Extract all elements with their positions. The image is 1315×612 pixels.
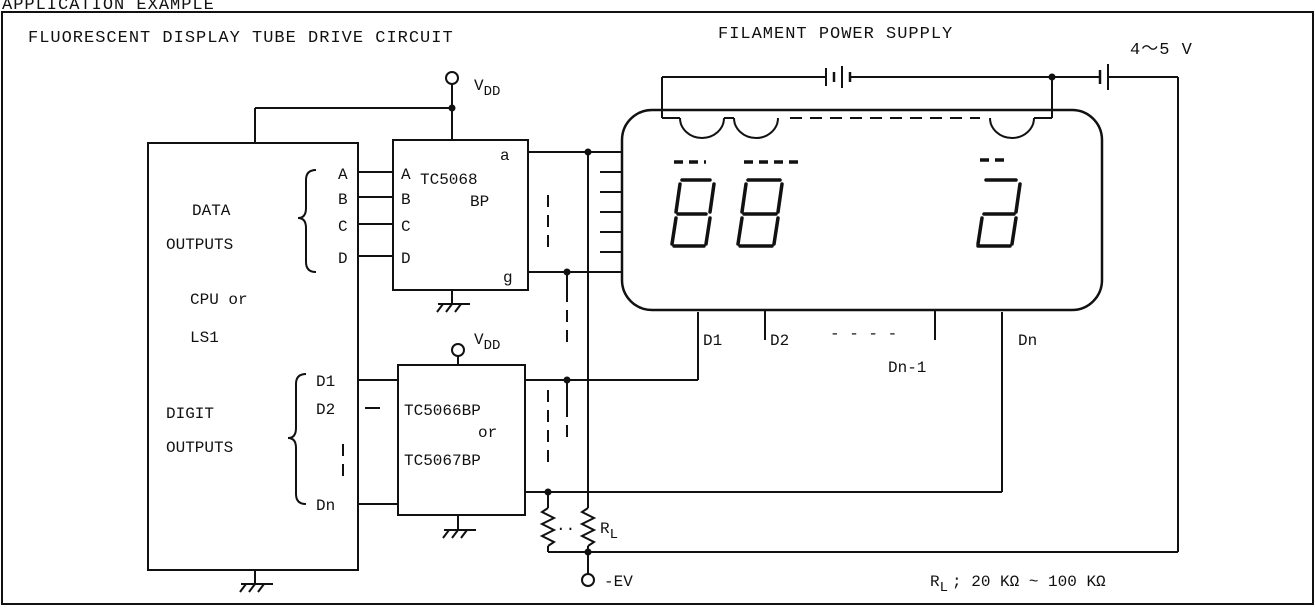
vdd-top-label: VDD: [474, 77, 500, 100]
cpu-pin-d1: D1: [316, 373, 335, 391]
cpu-pin-dn: Dn: [316, 497, 335, 515]
segment-stubs: [600, 171, 622, 253]
section-title: APPLICATION EXAMPLE: [2, 0, 215, 15]
tube-label-d1: D1: [703, 332, 722, 350]
circuit-title: FLUORESCENT DISPLAY TUBE DRIVE CIRCUIT: [28, 29, 454, 48]
rl-dots: ··: [556, 520, 575, 538]
cpu-pin-d: D: [338, 250, 348, 268]
filament: [662, 117, 1052, 139]
display-tube: [620, 108, 1104, 312]
decoder-output-g: g: [503, 269, 513, 287]
digit-n: [976, 158, 1022, 248]
filament-title: FILAMENT POWER SUPPLY: [718, 25, 953, 44]
cpu-label-2: LS1: [190, 329, 219, 347]
tube-label-d2: D2: [770, 332, 789, 350]
cpu-pin-b: B: [338, 191, 348, 209]
junction-a: [584, 148, 592, 156]
tube-label-dn: Dn: [1018, 332, 1037, 350]
rl-left-zigzag: [539, 507, 557, 547]
cpu-block: [147, 142, 359, 571]
cpu-label-1: CPU or: [190, 291, 248, 309]
ev-label: -EV: [604, 573, 633, 591]
vdd-top-terminal: [445, 71, 459, 85]
data-outputs-label-2: OUTPUTS: [166, 236, 233, 254]
decoder-name-2: BP: [470, 193, 489, 211]
tube-label-dashes: - - - -: [830, 325, 897, 343]
decoder-block: [392, 139, 529, 291]
decoder-pin-c: C: [401, 218, 411, 236]
driver-name-1: TC5066BP: [404, 402, 481, 420]
driver-block: [397, 364, 526, 516]
junction-g: [563, 268, 571, 276]
vdd-driver-terminal: [451, 343, 465, 357]
cpu-pin-c: C: [338, 218, 348, 236]
decoder-pin-b: B: [401, 191, 411, 209]
rl-label: RL: [600, 520, 618, 543]
bias-battery-icon: [1098, 64, 1109, 90]
ev-terminal: [581, 573, 595, 587]
rl-right-zigzag: [579, 507, 597, 547]
vdd-top-junction: [448, 104, 456, 112]
data-outputs-label-1: DATA: [192, 202, 231, 220]
driver-name-2: or: [478, 424, 497, 442]
cpu-pin-a: A: [338, 166, 348, 184]
digit-1: [670, 160, 716, 248]
driver-name-3: TC5067BP: [404, 452, 481, 470]
decoder-ground-icon: [436, 303, 470, 313]
digit-outputs-label-1: DIGIT: [166, 405, 214, 423]
filament-voltage: 4～5 V: [1130, 41, 1193, 60]
rl-note: RL; 20 KΩ ~ 100 KΩ: [930, 573, 1106, 596]
driver-ground-icon: [442, 529, 476, 539]
cpu-pin-d2: D2: [316, 401, 335, 419]
tube-label-dn-1: Dn-1: [888, 359, 926, 377]
filament-battery-icon: [825, 66, 852, 88]
outer-frame: [1, 11, 1314, 605]
digit-outputs-label-2: OUTPUTS: [166, 439, 233, 457]
decoder-pin-a: A: [401, 166, 411, 184]
cpu-ground-icon: [239, 583, 273, 593]
decoder-pin-d: D: [401, 250, 411, 268]
digit-2: [736, 160, 798, 248]
data-outputs-brace: [297, 169, 317, 273]
digit-outputs-brace: [287, 373, 307, 505]
vdd-driver-label: VDD: [474, 331, 500, 354]
decoder-name-1: TC5068: [420, 171, 478, 189]
decoder-output-a: a: [500, 147, 510, 165]
